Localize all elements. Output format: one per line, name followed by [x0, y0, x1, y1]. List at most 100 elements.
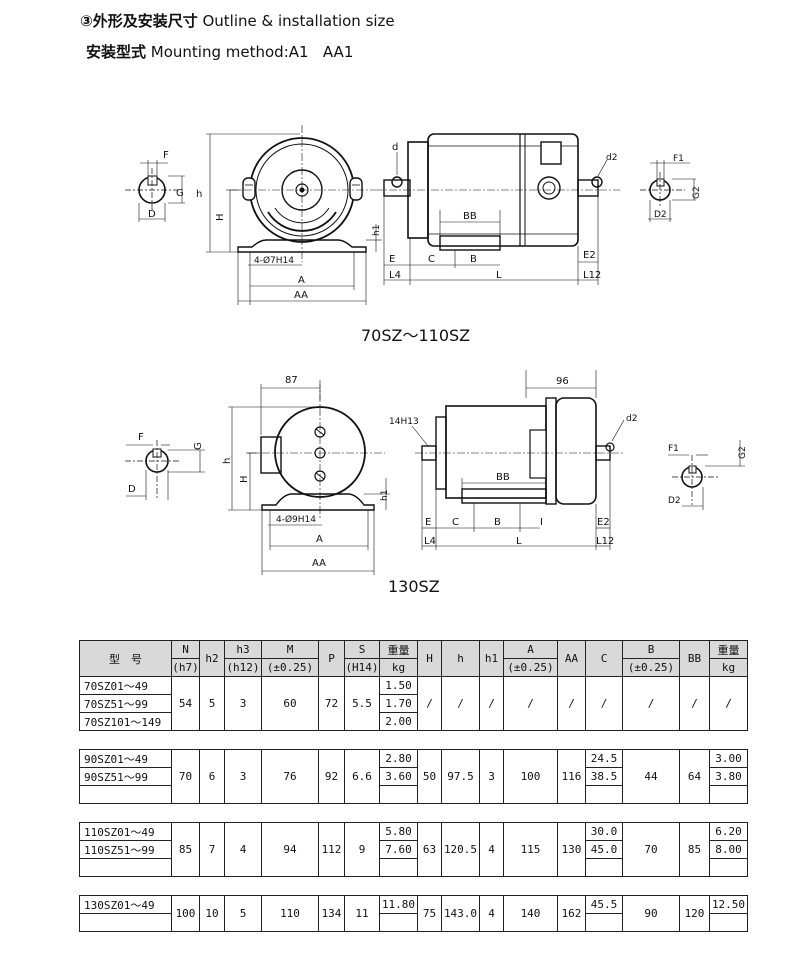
- d1-label-F: F: [163, 150, 169, 161]
- shaft-end-view-130: [125, 440, 205, 500]
- A-cell: 115: [503, 822, 558, 877]
- d1-label-E: E: [389, 254, 395, 265]
- model-cell: 110SZ01～49: [79, 822, 172, 841]
- model-cell: 90SZ51～99: [79, 767, 172, 786]
- th-model: 型 号: [79, 640, 172, 677]
- weight-cell: 2.80: [379, 749, 418, 768]
- C-cell: 24.5: [585, 749, 623, 768]
- th-N-sub: (h7): [171, 658, 200, 677]
- front-view: [206, 125, 382, 305]
- h3-cell: 4: [224, 822, 262, 877]
- d2-label-D2: D2: [668, 496, 681, 506]
- h3-cell: 3: [224, 749, 262, 804]
- drawing-2-caption: 130SZ: [388, 577, 440, 596]
- H-cell: 50: [417, 749, 442, 804]
- table-row: [79, 785, 748, 804]
- P-cell: 112: [318, 822, 345, 877]
- M-cell: 94: [261, 822, 319, 877]
- A-cell: 100: [503, 749, 558, 804]
- C-cell: 30.0: [585, 822, 623, 841]
- heading-en: Outline & installation size: [202, 12, 395, 30]
- table-gap-row: [79, 803, 748, 823]
- drawing-70-110: F G D h H h1 4-Ø7H14 A AA: [125, 125, 748, 575]
- side-view-130: [411, 370, 625, 550]
- N-cell: 54: [171, 676, 200, 731]
- th-M-sub: (±0.25): [261, 658, 319, 677]
- th-H: H: [417, 640, 442, 677]
- front-view-130: [228, 380, 390, 575]
- A-cell: 140: [503, 895, 558, 932]
- slash-cell: /: [417, 676, 442, 731]
- table-row: 110SZ01～49 85 7 4 94 112 9 5.80 63 120.5…: [79, 822, 748, 877]
- B-cell: 70: [622, 822, 680, 877]
- th-S: S: [344, 640, 380, 659]
- d1-label-B: B: [470, 254, 477, 265]
- S-cell: 11: [344, 895, 380, 932]
- table-row: 70SZ101～149 2.00: [79, 712, 748, 731]
- table-row: 90SZ51～99 3.60 38.5 3.80: [79, 767, 748, 786]
- page-heading: ③外形及安装尺寸 Outline & installation size: [80, 10, 395, 31]
- slash-cell: /: [622, 676, 680, 731]
- d1-label-D2: D2: [654, 210, 667, 220]
- h2-cell: 7: [199, 822, 225, 877]
- h1-cell: 3: [479, 749, 504, 804]
- weight2-cell: 8.00: [709, 840, 748, 859]
- P-cell: 134: [318, 895, 345, 932]
- d1-label-h1: h1: [372, 225, 382, 236]
- d1-label-F1: F1: [673, 154, 684, 164]
- P-cell: 92: [318, 749, 345, 804]
- h2-cell: 5: [199, 676, 225, 731]
- AA-cell: 130: [557, 822, 586, 877]
- d2-label-AA: AA: [312, 558, 326, 569]
- C-cell: 45.5: [585, 895, 623, 914]
- table-row: [79, 858, 748, 877]
- th-AA: AA: [557, 640, 586, 677]
- table-row: 90SZ01～49 70 6 3 76 92 6.6 2.80 50 97.5 …: [79, 749, 748, 804]
- d2-label-h1: h1: [380, 490, 390, 501]
- weight-cell: 1.70: [379, 694, 418, 713]
- model-cell: 110SZ51～99: [79, 840, 172, 859]
- mounting-value: A1 AA1: [288, 43, 354, 61]
- model-cell: 70SZ101～149: [79, 712, 172, 731]
- d2-label-96: 96: [556, 376, 569, 387]
- h2-cell: 10: [199, 895, 225, 932]
- weight-cell: 1.50: [379, 676, 418, 695]
- weight2-cell: 12.50: [709, 895, 748, 914]
- B-cell: 44: [622, 749, 680, 804]
- table-header-row-1: 型 号 N h2 h3 M P S 重量 H h h1 A AA C B BB …: [79, 640, 748, 677]
- h-cell: 120.5: [441, 822, 480, 877]
- d2-label-h: h: [222, 458, 233, 464]
- th-M: M: [261, 640, 319, 659]
- M-cell: 110: [261, 895, 319, 932]
- d2-label-L4: L4: [424, 536, 436, 547]
- N-cell: 100: [171, 895, 200, 932]
- d2-label-holes: 4-Ø9H14: [276, 514, 316, 525]
- side-view: [375, 133, 620, 285]
- h1-cell: 4: [479, 895, 504, 932]
- th-BB: BB: [679, 640, 710, 677]
- d1-label-G2: G2: [692, 186, 702, 199]
- h-cell: 97.5: [441, 749, 480, 804]
- model-cell: 70SZ01～49: [79, 676, 172, 695]
- B-cell: 90: [622, 895, 680, 932]
- C-cell: 45.0: [585, 840, 623, 859]
- d2-label-D: D: [128, 484, 136, 495]
- rear-shaft-end-view-130: [668, 440, 745, 510]
- AA-cell: 162: [557, 895, 586, 932]
- slash-cell: /: [585, 676, 623, 731]
- BB-cell: 120: [679, 895, 710, 932]
- drawing-1-caption: 70SZ～110SZ: [361, 326, 471, 345]
- C-cell: 38.5: [585, 767, 623, 786]
- d1-label-d2: d2: [606, 153, 617, 163]
- d1-label-L12: L12: [583, 270, 601, 281]
- d1-label-H: H: [215, 213, 226, 221]
- S-cell: 5.5: [344, 676, 380, 731]
- th-B: B: [622, 640, 680, 659]
- th-weight1: 重量: [379, 640, 418, 659]
- d1-label-E2: E2: [583, 250, 596, 261]
- slash-cell: /: [503, 676, 558, 731]
- slash-cell: /: [557, 676, 586, 731]
- weight-cell: 11.80: [379, 895, 418, 914]
- th-N: N: [171, 640, 200, 659]
- th-C: C: [585, 640, 623, 677]
